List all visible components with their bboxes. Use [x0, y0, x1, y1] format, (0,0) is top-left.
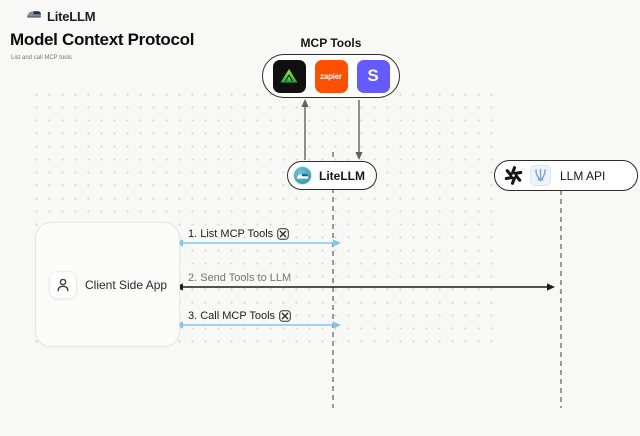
crossed-tools-icon	[279, 310, 291, 322]
litellm-node-label: LiteLLM	[319, 168, 365, 183]
client-side-app-node: Client Side App	[35, 222, 180, 347]
llm-api-label: LLM API	[560, 168, 606, 183]
litellm-logo-icon	[293, 166, 312, 185]
litellm-train-icon	[26, 7, 42, 25]
step-1-label-row: 1. List MCP Tools	[188, 228, 289, 240]
zapier-wordmark: zapier	[320, 71, 342, 81]
stripe-s-letter: S	[367, 66, 379, 85]
openai-icon	[503, 165, 524, 186]
brand-header: LiteLLM	[26, 7, 96, 25]
llm-api-lifeline	[560, 190, 562, 408]
litellm-lifeline	[332, 152, 334, 408]
step-2-label: 2. Send Tools to LLM	[188, 272, 292, 284]
zapier-icon: zapier	[314, 59, 348, 93]
litellm-node: LiteLLM	[287, 161, 377, 190]
step-3-label: 3. Call MCP Tools	[188, 310, 276, 322]
step-2-label-row: 2. Send Tools to LLM	[188, 272, 291, 284]
mcp-litellm-arrows	[301, 99, 363, 160]
person-icon	[49, 270, 77, 299]
client-side-app-label: Client Side App	[85, 277, 168, 292]
brand-name: LiteLLM	[47, 8, 96, 24]
llm-api-node: LLM API	[494, 160, 638, 191]
crossed-tools-icon	[277, 228, 289, 240]
step-1-label: 1. List MCP Tools	[188, 228, 274, 240]
mcp-tools-label: MCP Tools	[300, 36, 362, 50]
green-triangle-tool-icon	[272, 59, 306, 93]
step-3-label-row: 3. Call MCP Tools	[188, 310, 291, 322]
mcp-tools-node: zapier S	[262, 54, 400, 98]
blue-llm-provider-icon	[530, 165, 551, 186]
page-title: Model Context Protocol	[10, 30, 195, 49]
stripe-icon: S	[356, 59, 390, 93]
page-subtitle: List and call MCP tools	[11, 55, 72, 61]
